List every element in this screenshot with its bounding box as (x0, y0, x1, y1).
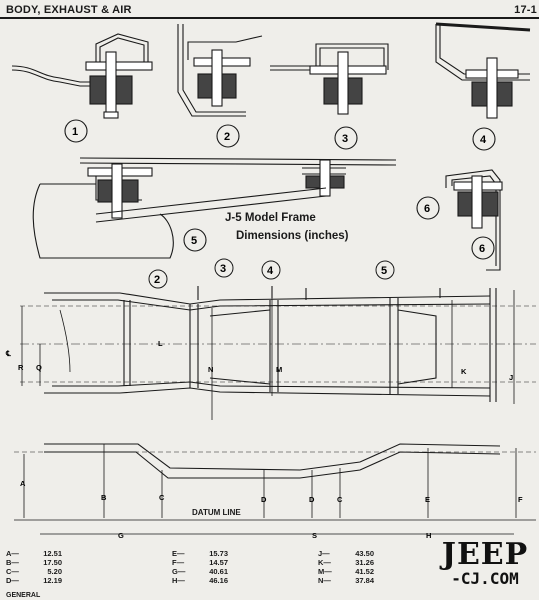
dimension-table-col1: A—12.51 B—17.50 C—5.20 D—12.19 (6, 549, 62, 585)
dimension-row: A—12.51 (6, 549, 62, 558)
letter-F: F (518, 495, 523, 504)
letter-B: B (101, 493, 107, 502)
letter-C-second: C (337, 495, 343, 504)
letter-R: R (18, 363, 24, 372)
callout-4: 4 (267, 265, 274, 277)
letter-centerline: ℄ (5, 349, 12, 358)
letter-D: D (261, 495, 267, 504)
letter-L: L (158, 339, 163, 348)
detail-number-1: 1 (72, 126, 78, 138)
watermark-site: -CJ.COM (451, 569, 519, 588)
dimension-row: G—40.61 (172, 567, 228, 576)
mount-detail-1 (11, 33, 153, 119)
frame-plan-view (20, 286, 536, 420)
dimension-row: J—43.50 (318, 549, 374, 558)
elevation-dimension-letters: A B C D D C E F G S H (20, 479, 523, 540)
letter-C: C (159, 493, 165, 502)
callout-5: 5 (381, 265, 387, 277)
mount-detail-4 (435, 22, 531, 119)
letter-M: M (276, 365, 282, 374)
header-rule (0, 17, 539, 19)
letter-J: J (509, 373, 513, 382)
watermark-logo: JEEP -CJ.COM (436, 540, 534, 596)
mount-detail-3 (270, 43, 389, 115)
detail-number-6a: 6 (424, 203, 430, 215)
letter-N: N (208, 365, 213, 374)
letter-Q: Q (36, 363, 42, 372)
mount-detail-2 (177, 24, 263, 117)
dimension-row: D—12.19 (6, 576, 62, 585)
dimension-row: F—14.57 (172, 558, 228, 567)
dimension-row: K—31.26 (318, 558, 374, 567)
mount-detail-5 (32, 157, 397, 259)
page-number: 17-1 (514, 4, 537, 16)
letter-D-second: D (309, 495, 315, 504)
letter-A: A (20, 479, 26, 488)
letter-E: E (425, 495, 430, 504)
dimension-row: B—17.50 (6, 558, 62, 567)
letter-S: S (312, 531, 317, 540)
mount-detail-6 (445, 169, 503, 271)
detail-number-4: 4 (480, 134, 487, 146)
diagram-caption-subtitle: Dimensions (inches) (236, 230, 349, 242)
callout-3: 3 (220, 263, 226, 275)
datum-line-label: DATUM LINE (192, 508, 241, 517)
detail-number-6b: 6 (479, 243, 485, 255)
letter-H: H (426, 531, 431, 540)
detail-number-2: 2 (224, 131, 230, 143)
plan-callouts: 2 3 4 5 (154, 263, 387, 286)
diagram-caption-title: J-5 Model Frame (225, 212, 316, 224)
dimension-row: H—46.16 (172, 576, 228, 585)
letter-K: K (461, 367, 467, 376)
section-heading-fragment: GENERAL (6, 592, 41, 599)
watermark-brand: JEEP (441, 537, 529, 572)
letter-G: G (118, 531, 124, 540)
frame-elevation-view (14, 443, 536, 535)
dimension-row: E—15.73 (172, 549, 228, 558)
dimension-row: N—37.84 (318, 576, 374, 585)
dimension-table-col2: E—15.73 F—14.57 G—40.61 H—46.16 (172, 549, 228, 585)
detail-number-5: 5 (191, 235, 197, 247)
dimension-table-col3: J—43.50 K—31.26 M—41.52 N—37.84 (318, 549, 374, 585)
page-header-title: BODY, EXHAUST & AIR (6, 4, 132, 16)
dimension-row: C—5.20 (6, 567, 62, 576)
detail-number-3: 3 (342, 133, 348, 145)
detail-number-labels: 1 2 3 4 5 6 6 (72, 126, 487, 255)
callout-2: 2 (154, 274, 160, 286)
dimension-row: M—41.52 (318, 567, 374, 576)
plan-dimension-letters: ℄ R Q N M K J L (5, 339, 513, 382)
